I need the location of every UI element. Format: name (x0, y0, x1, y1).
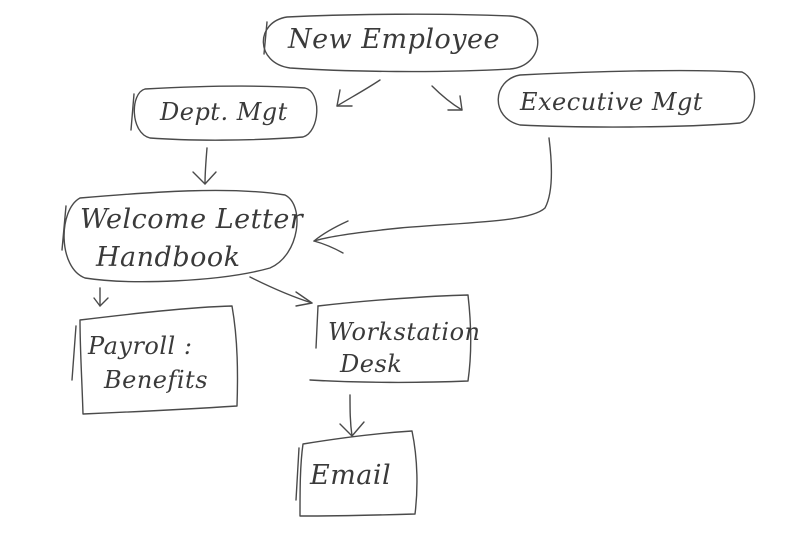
node-workstation-desk-start-mark (315, 305, 319, 349)
node-workstation-desk-label-line1: Workstation (328, 318, 481, 346)
node-welcome-letter-label-line2: Handbook (95, 242, 240, 273)
arrow-welcome-to-workstation (249, 276, 313, 307)
node-email: Email (295, 430, 418, 517)
node-welcome-letter-label-line1: Welcome Letter (80, 204, 305, 235)
node-payroll-benefits: Payroll : Benefits (71, 305, 239, 415)
node-executive-mgt-label: Executive Mgt (519, 88, 703, 116)
node-email-start-mark (295, 447, 300, 501)
arrow-new-employee-to-dept-mgt (336, 79, 381, 107)
node-welcome-letter-outline (63, 189, 298, 283)
node-workstation-desk-label-line2: Desk (339, 350, 402, 378)
node-payroll-benefits-label-line1: Payroll : (87, 332, 192, 360)
node-executive-mgt: Executive Mgt (497, 69, 756, 128)
node-workstation-desk: Workstation Desk (309, 294, 481, 384)
node-workstation-desk-outline (309, 294, 472, 384)
node-email-label: Email (309, 460, 391, 491)
arrow-dept-mgt-to-welcome (192, 147, 217, 185)
node-dept-mgt-start-mark (130, 93, 135, 131)
node-dept-mgt: Dept. Mgt (130, 85, 318, 141)
arrow-new-employee-to-executive-mgt (431, 85, 463, 111)
node-dept-mgt-label: Dept. Mgt (159, 98, 288, 126)
node-executive-mgt-outline (497, 69, 756, 128)
node-new-employee: New Employee (262, 13, 539, 73)
node-email-outline (299, 430, 418, 517)
arrow-executive-mgt-to-welcome (313, 137, 552, 254)
node-payroll-benefits-label-line2: Benefits (103, 366, 208, 394)
node-new-employee-start-mark (263, 21, 268, 55)
node-new-employee-label: New Employee (287, 24, 500, 55)
node-payroll-benefits-start-mark (71, 325, 77, 381)
node-dept-mgt-outline (133, 85, 318, 141)
node-payroll-benefits-outline (79, 305, 239, 415)
node-new-employee-outline (262, 13, 539, 73)
arrow-welcome-to-payroll (93, 287, 109, 307)
node-welcome-letter-start-mark (61, 205, 67, 251)
node-welcome-letter: Welcome Letter Handbook (61, 189, 305, 283)
arrow-workstation-to-email (339, 394, 365, 437)
